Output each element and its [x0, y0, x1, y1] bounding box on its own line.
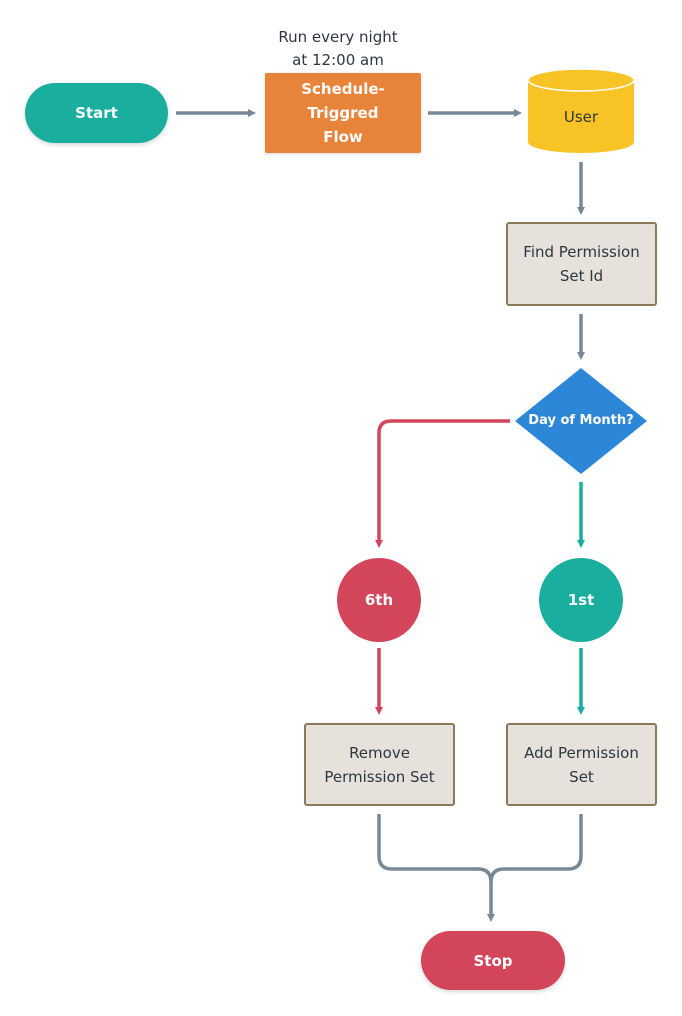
day-of-month-decision[interactable]: Day of Month? — [515, 409, 647, 433]
schedule-triggered-flow-node[interactable]: Schedule-Triggred Flow — [265, 73, 421, 153]
decision-diamond-shape — [515, 368, 647, 474]
first-label: 1st — [567, 591, 595, 609]
stop-label: Stop — [473, 951, 513, 970]
start-label: Start — [75, 104, 118, 122]
sixth-node[interactable]: 6th — [337, 558, 421, 642]
remove-permission-set-node[interactable]: Remove Permission Set — [304, 723, 455, 806]
user-label: User — [563, 108, 599, 126]
add-permission-set-node[interactable]: Add Permission Set — [506, 723, 657, 806]
connector-add-to-stop — [489, 814, 583, 883]
find-label: Find Permission Set Id — [523, 243, 640, 285]
schedule-label: Schedule-Triggred Flow — [301, 80, 385, 146]
sixth-label: 6th — [364, 591, 394, 609]
first-node[interactable]: 1st — [539, 558, 623, 642]
add-label: Add Permission Set — [524, 743, 639, 786]
connector-remove-to-stop — [377, 814, 495, 922]
user-database-node[interactable]: User — [528, 90, 634, 144]
schedule-note-line1: Run every night — [278, 28, 398, 46]
user-database-shape — [527, 68, 635, 153]
start-node[interactable]: Start — [25, 83, 168, 143]
remove-label: Remove Permission Set — [324, 743, 435, 786]
decision-label: Day of Month? — [528, 413, 634, 428]
stop-node[interactable]: Stop — [421, 931, 565, 990]
arrow-decision-to-6th — [375, 419, 510, 548]
schedule-note-line2: at 12:00 am — [292, 51, 384, 69]
find-permission-set-node[interactable]: Find Permission Set Id — [506, 222, 657, 306]
schedule-note: Run every night at 12:00 am — [258, 26, 418, 72]
